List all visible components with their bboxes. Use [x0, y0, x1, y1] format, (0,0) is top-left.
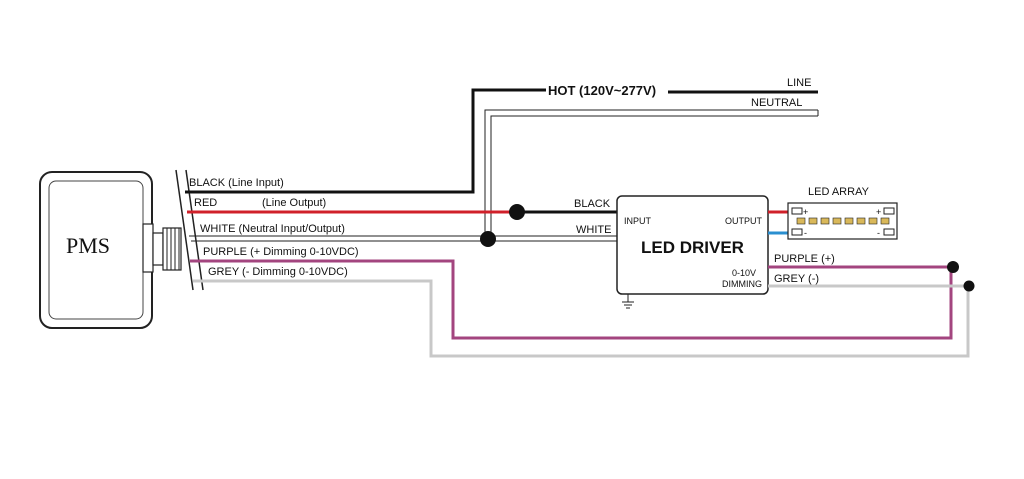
purple-wire [190, 259, 953, 340]
break-mark [185, 169, 204, 291]
neutral-label: NEUTRAL [751, 97, 802, 109]
led-array-board [787, 202, 898, 240]
wire-label-red-note: (Line Output) [262, 197, 326, 209]
hot-label: HOT (120V~277V) [548, 83, 656, 98]
driver-white-label: WHITE [576, 224, 611, 236]
driver-grey-label: GREY (-) [774, 273, 819, 285]
led-chip [844, 217, 854, 225]
led-chip [796, 217, 806, 225]
line-label: LINE [787, 77, 811, 89]
pms-label: PMS [66, 233, 110, 258]
grey-wire [193, 279, 970, 358]
wire-label-purple: PURPLE (+ Dimming 0-10VDC) [203, 246, 359, 258]
led-chip [868, 217, 878, 225]
neutral-wire [484, 109, 818, 238]
wire-label-white: WHITE (Neutral Input/Output) [200, 223, 345, 235]
led-array: LED ARRAY + - + - [787, 186, 898, 240]
driver-dimming-line2: DIMMING [722, 279, 762, 289]
led-driver-box [616, 195, 769, 295]
led-chips [796, 217, 890, 225]
led-chip [880, 217, 890, 225]
led-driver: INPUT OUTPUT LED DRIVER 0-10V DIMMING [616, 195, 769, 309]
hot-wire [185, 88, 546, 194]
wire-label-black: BLACK (Line Input) [189, 177, 284, 189]
wire-label-red: RED [194, 197, 217, 209]
driver-dimming-line1: 0-10V [732, 268, 756, 278]
led-array-title: LED ARRAY [808, 186, 870, 198]
neutral-wire-inner [490, 115, 818, 238]
break-mark [175, 169, 194, 291]
led-chip [856, 217, 866, 225]
driver-black-label: BLACK [574, 198, 611, 210]
led-chip [808, 217, 818, 225]
led-plus-left: + [803, 207, 808, 217]
junction-purple [947, 261, 959, 273]
led-minus-right: - [877, 228, 880, 238]
led-plus-right: + [876, 207, 881, 217]
pms-sensor: PMS [39, 169, 204, 329]
led-chip [820, 217, 830, 225]
ground-icon [622, 294, 634, 309]
led-chip [832, 217, 842, 225]
driver-purple-label: PURPLE (+) [774, 253, 835, 265]
driver-title: LED DRIVER [641, 238, 744, 257]
led-minus-left: - [804, 228, 807, 238]
driver-input-label: INPUT [624, 216, 652, 226]
junction-white-neutral [480, 231, 496, 247]
driver-output-label: OUTPUT [725, 216, 763, 226]
wire-label-grey: GREY (- Dimming 0-10VDC) [208, 266, 348, 278]
junction-grey [963, 280, 975, 292]
pms-connector [142, 223, 182, 273]
